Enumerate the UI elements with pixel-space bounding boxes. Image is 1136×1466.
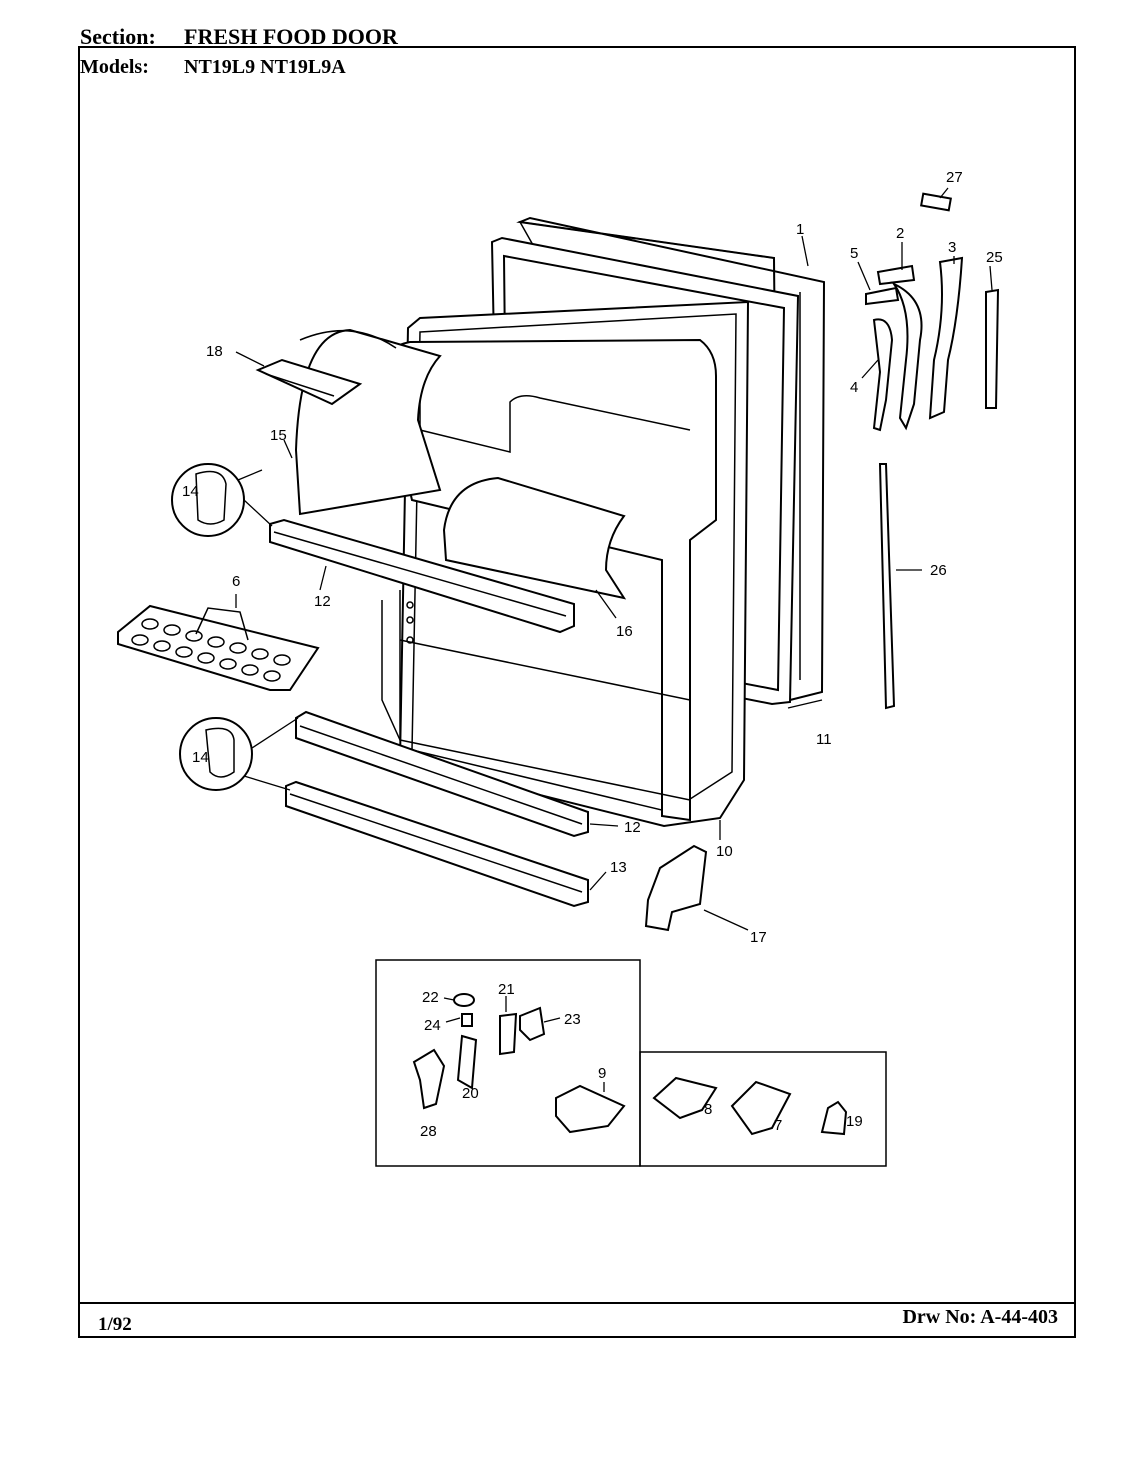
- callout-labels: 1 2 3 4 5 6 7 8 9 10 11 12 12 13 14 14 1…: [182, 169, 1003, 1140]
- callout-22: 22: [422, 989, 439, 1006]
- callout-21: 21: [498, 981, 515, 998]
- hinge-washer[interactable]: [453, 993, 475, 1007]
- callout-24: 24: [424, 1017, 441, 1034]
- callout-15: 15: [270, 427, 287, 444]
- callout-16: 16: [616, 623, 633, 640]
- callout-20: 20: [462, 1085, 479, 1102]
- callout-28: 28: [420, 1123, 437, 1140]
- callout-5: 5: [850, 245, 858, 262]
- callout-26: 26: [930, 562, 947, 579]
- dairy-door-right[interactable]: [442, 476, 627, 600]
- callout-18: 18: [206, 343, 223, 360]
- callout-2: 2: [896, 225, 904, 242]
- callout-12a: 12: [314, 593, 331, 610]
- callout-6: 6: [232, 573, 240, 590]
- models-value: NT19L9 NT19L9A: [184, 56, 346, 78]
- hinge-shim[interactable]: [499, 1012, 518, 1056]
- callout-14b: 14: [192, 749, 209, 766]
- callout-11: 11: [816, 731, 832, 748]
- callout-4: 4: [850, 379, 858, 396]
- models-label: Models:: [80, 56, 149, 78]
- section-label: Section:: [80, 24, 156, 49]
- dairy-door-left[interactable]: [294, 328, 442, 516]
- egg-cups: [131, 618, 291, 682]
- leader-lines: [235, 187, 993, 1092]
- callout-25: 25: [986, 249, 1003, 266]
- callout-27: 27: [946, 169, 963, 186]
- callout-3: 3: [948, 239, 956, 256]
- hinge-cam[interactable]: [412, 1048, 446, 1110]
- section-heading: Section: FRESH FOOD DOOR: [80, 24, 398, 50]
- shelf-retainer-detail-lower[interactable]: [179, 717, 299, 791]
- hinge-cover-alt[interactable]: [730, 1080, 792, 1136]
- hinge-parts-box: [639, 1051, 887, 1167]
- door-shelf-bar-bottom[interactable]: [285, 780, 589, 908]
- revision-date: 1/92: [98, 1314, 132, 1335]
- hinge-detail-box: [375, 959, 641, 1167]
- diagram-frame: [78, 46, 1076, 1338]
- egg-tray[interactable]: [117, 604, 320, 691]
- section-title: FRESH FOOD DOOR: [184, 24, 398, 49]
- callout-10: 10: [716, 843, 733, 860]
- lower-hinge[interactable]: [555, 1084, 626, 1134]
- drawing-number: Drw No: A-44-403: [902, 1306, 1058, 1328]
- gasket-strip[interactable]: [878, 463, 896, 710]
- shelf-retainer-detail-upper[interactable]: [171, 463, 273, 537]
- hinge-bracket[interactable]: [519, 1006, 546, 1042]
- callout-9: 9: [598, 1065, 606, 1082]
- door-shelf-bar-lower[interactable]: [295, 710, 589, 838]
- callout-13: 13: [610, 859, 627, 876]
- callout-23: 23: [564, 1011, 581, 1028]
- hinge-bushing[interactable]: [461, 1013, 473, 1027]
- door-stop[interactable]: [644, 844, 708, 932]
- footer-divider: [78, 1302, 1076, 1304]
- callout-14a: 14: [182, 483, 199, 500]
- callout-17: 17: [750, 929, 767, 946]
- hinge-spring[interactable]: [456, 1034, 478, 1090]
- door-plug[interactable]: [820, 1100, 848, 1136]
- door-shelf-bar-upper[interactable]: [269, 518, 575, 634]
- callout-7: 7: [774, 1117, 782, 1134]
- hinge-cover[interactable]: [652, 1076, 718, 1120]
- door-handle-parts[interactable]: [865, 192, 1000, 432]
- callout-8: 8: [704, 1101, 712, 1118]
- callout-1: 1: [796, 221, 804, 238]
- callout-19: 19: [846, 1113, 863, 1130]
- models-heading: Models: NT19L9 NT19L9A: [80, 56, 346, 79]
- shelf-cap[interactable]: [255, 358, 363, 406]
- callout-12b: 12: [624, 819, 641, 836]
